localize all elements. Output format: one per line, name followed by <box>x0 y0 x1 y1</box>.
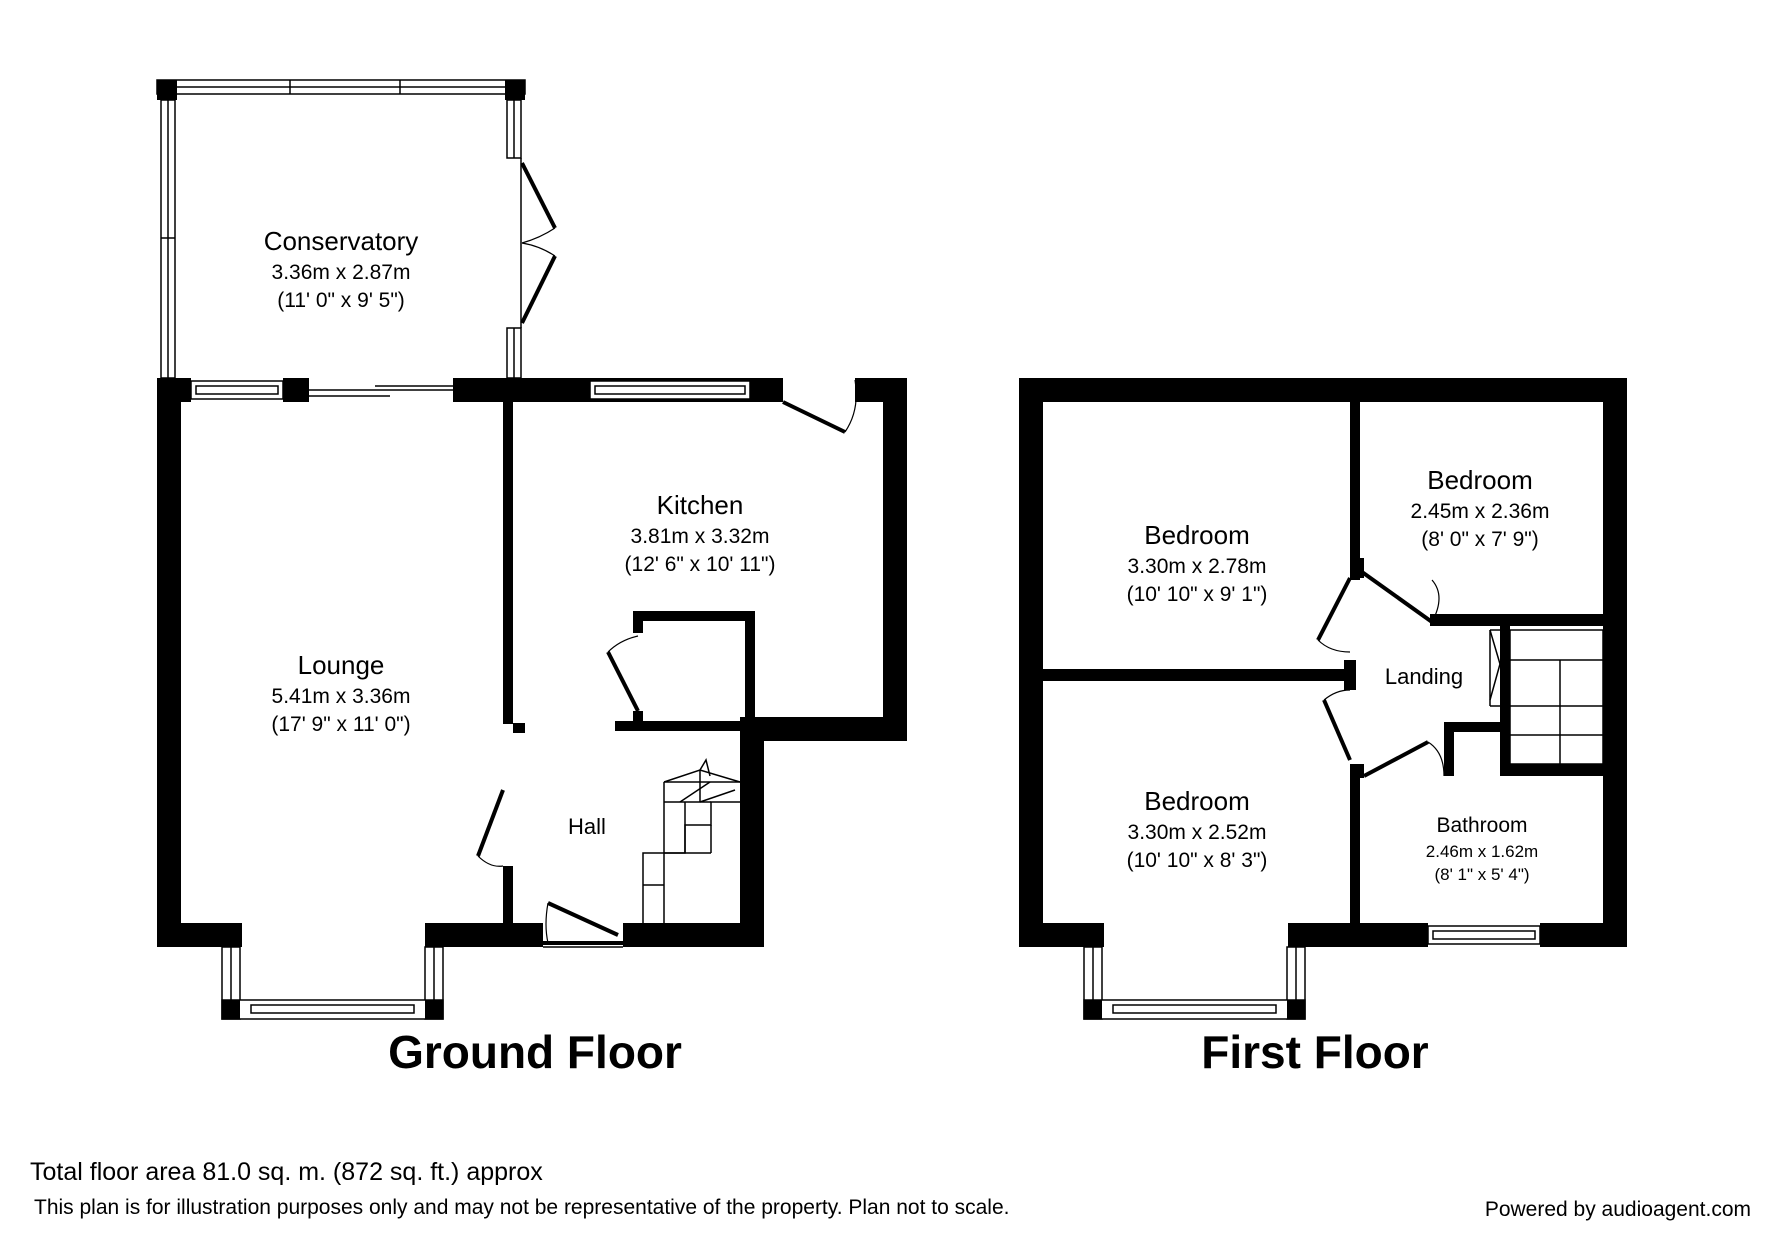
total-floor-area: Total floor area 81.0 sq. m. (872 sq. ft… <box>30 1158 543 1186</box>
bedroom-2-name: Bedroom <box>1427 465 1533 495</box>
bedroom-3-name: Bedroom <box>1144 786 1250 816</box>
bathroom-door <box>1363 740 1445 778</box>
lounge-size-metric: 5.41m x 3.36m <box>272 685 411 708</box>
first-floor-stairs <box>1489 629 1604 765</box>
ground-floor-plan: Conservatory 3.36m x 2.87m (11' 0" x 9' … <box>156 79 907 1078</box>
bedroom-bay-window <box>1083 946 1306 1020</box>
bathroom-name: Bathroom <box>1436 814 1527 837</box>
disclaimer-text: This plan is for illustration purposes o… <box>34 1196 1010 1219</box>
lounge-door <box>476 789 505 867</box>
ground-floor-stairs <box>642 758 741 923</box>
powered-by-text: Powered by audioagent.com <box>1484 1198 1751 1221</box>
bedroom-2-size-metric: 2.45m x 2.36m <box>1411 500 1550 523</box>
bedroom-3-size-imperial: (10' 10" x 8' 3") <box>1127 849 1268 872</box>
ground-floor-title: Ground Floor <box>388 1026 682 1078</box>
conservatory-glazing <box>156 79 526 379</box>
bedroom-3-size-metric: 3.30m x 2.52m <box>1128 821 1267 844</box>
lounge-rear-window <box>190 380 284 400</box>
bedroom-1-size-imperial: (10' 10" x 9' 1") <box>1127 583 1268 606</box>
kitchen-size-imperial: (12' 6" x 10' 11") <box>625 553 776 576</box>
cupboard-door <box>606 635 640 712</box>
conservatory-french-doors <box>520 162 557 324</box>
lounge-bay-window <box>221 946 444 1020</box>
bedroom-1-size-metric: 3.30m x 2.78m <box>1128 555 1267 578</box>
hall-name: Hall <box>568 814 606 839</box>
bathroom-size-metric: 2.46m x 1.62m <box>1426 842 1538 861</box>
front-door <box>543 901 623 948</box>
kitchen-back-door <box>782 379 857 434</box>
bedroom-1-name: Bedroom <box>1144 520 1250 550</box>
kitchen-size-metric: 3.81m x 3.32m <box>631 525 770 548</box>
conservatory-name: Conservatory <box>264 226 419 256</box>
lounge-name: Lounge <box>298 650 385 680</box>
bedroom-2-size-imperial: (8' 0" x 7' 9") <box>1421 528 1538 551</box>
patio-sliding-door <box>309 385 453 397</box>
bedroom-1-door <box>1316 577 1352 653</box>
bedroom-3-door <box>1322 689 1352 761</box>
lounge-size-imperial: (17' 9" x 11' 0") <box>271 713 410 736</box>
bedroom-2-door <box>1360 570 1440 624</box>
kitchen-name: Kitchen <box>657 490 744 520</box>
bathroom-window <box>1427 925 1541 945</box>
conservatory-size-imperial: (11' 0" x 9' 5") <box>277 289 405 312</box>
first-floor-plan: Bedroom 3.30m x 2.78m (10' 10" x 9' 1") … <box>1019 378 1627 1078</box>
first-floor-title: First Floor <box>1201 1026 1429 1078</box>
bathroom-size-imperial: (8' 1" x 5' 4") <box>1434 865 1529 884</box>
landing-name: Landing <box>1385 664 1463 689</box>
kitchen-rear-window <box>589 380 751 400</box>
conservatory-size-metric: 3.36m x 2.87m <box>272 261 411 284</box>
